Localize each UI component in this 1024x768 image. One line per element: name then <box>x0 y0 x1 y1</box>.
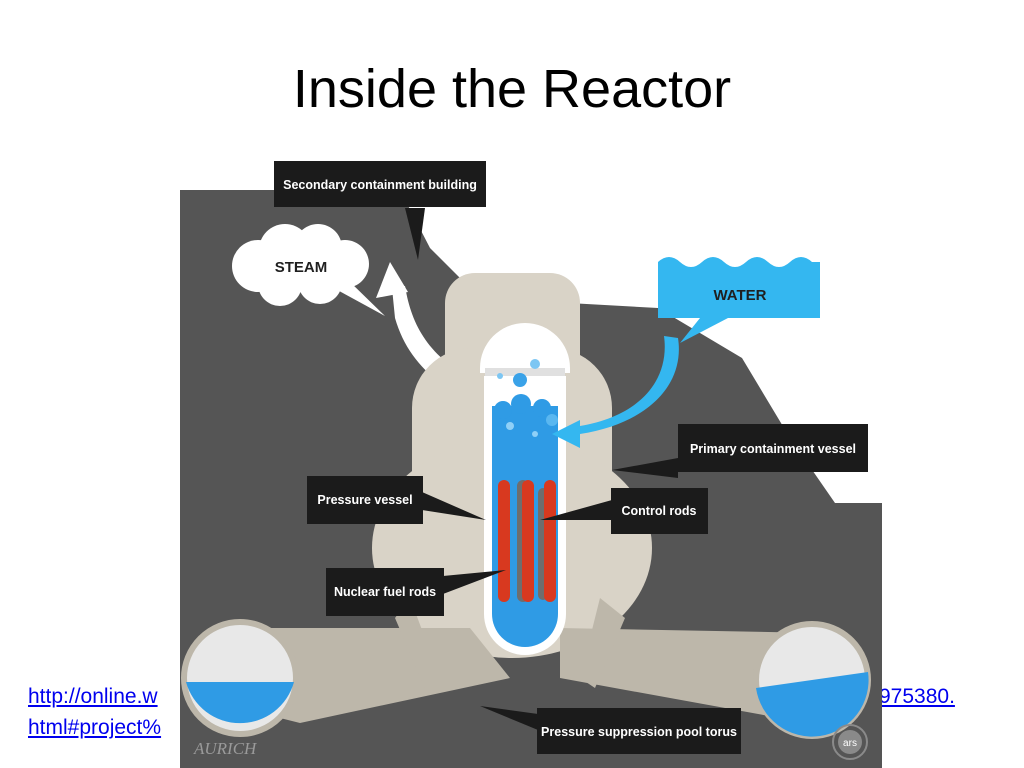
pressure-suppression-pool-torus-callout <box>480 706 741 754</box>
reactor-dome-rim <box>485 368 565 376</box>
source-link-line-2-left[interactable]: html#project% <box>28 716 162 739</box>
nuclear-fuel-rods-callout <box>326 568 506 616</box>
steam-label: STEAM <box>275 259 328 276</box>
primary-containment-vessel-callout <box>612 424 868 478</box>
pressure-vessel-label: Pressure vessel <box>317 493 412 507</box>
pressure-suppression-pool-left <box>181 619 299 737</box>
secondary-containment-building-label: Secondary containment building <box>283 178 477 192</box>
artist-signature: AURICH <box>193 739 258 758</box>
nuclear-fuel-rod-3 <box>544 480 556 602</box>
water-inlet-arrow <box>552 336 679 448</box>
steam-cloud <box>232 224 385 316</box>
source-link-line-1-left[interactable]: http://online.w <box>28 685 158 708</box>
reactor-diagram: STEAM WATER <box>180 158 882 768</box>
water-label: WATER <box>713 287 766 304</box>
nuclear-fuel-rod-2 <box>522 480 534 602</box>
primary-containment-vessel-label: Primary containment vessel <box>690 442 856 456</box>
water-source <box>658 257 820 343</box>
control-rods-label: Control rods <box>622 504 697 518</box>
secondary-containment-building-callout <box>274 161 486 260</box>
source-link-line-1-right[interactable]: 975380. <box>879 685 955 708</box>
steam-arrow-head <box>376 262 408 298</box>
pressure-suppression-pool-torus-label: Pressure suppression pool torus <box>541 725 737 739</box>
pressure-suppression-pool-right <box>753 621 871 739</box>
nuclear-fuel-rods-label: Nuclear fuel rods <box>334 585 436 599</box>
ars-badge <box>832 724 868 760</box>
nuclear-fuel-rod-1 <box>498 480 510 602</box>
reactor-diagram-svg: STEAM WATER <box>180 161 882 768</box>
pressure-vessel-callout <box>307 476 486 524</box>
control-rods-callout <box>540 488 708 534</box>
reactor-dome <box>480 323 570 373</box>
ars-badge-label: ars <box>843 738 857 749</box>
slide-title: Inside the Reactor <box>292 59 732 119</box>
